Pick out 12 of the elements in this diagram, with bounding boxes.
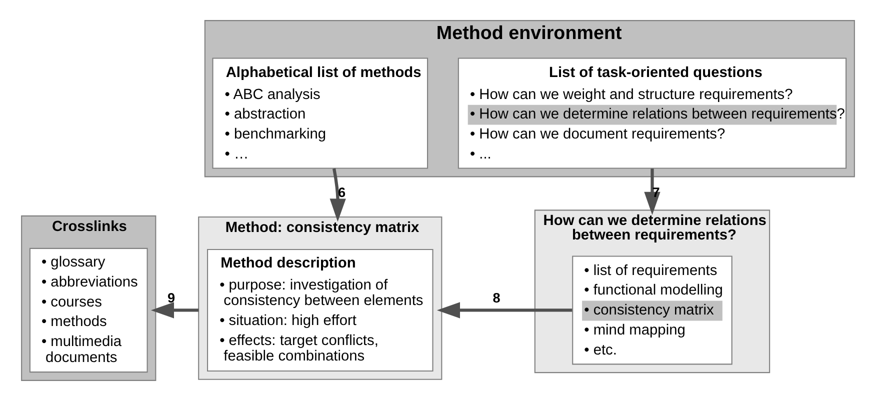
node-box: • glossary • abbreviations • courses • methods • multimedia documents bbox=[29, 248, 148, 373]
node-box: • list of requirements • functional modelling • consistency matrix • mind mapping • etc. bbox=[572, 256, 732, 365]
arrow bbox=[330, 168, 346, 222]
edge-label: 6 bbox=[338, 184, 346, 200]
arrow bbox=[644, 168, 660, 215]
arrow bbox=[436, 302, 572, 318]
edge-label: 8 bbox=[492, 290, 500, 306]
node-box: Alphabetical list of methods • ABC analysis • abstraction • benchmarking • … bbox=[212, 58, 428, 169]
node-box: Method description • purpose: investigation of consistency between elements • situation: high effort • effects: target conflicts, feasible combinations bbox=[207, 248, 434, 372]
node-box: List of task-oriented questions • How can we weight and structure requirements? • How can we determine relations between requirements? • How can we document requirements? • ... bbox=[458, 58, 847, 169]
arrow bbox=[150, 302, 199, 318]
edge-label: 9 bbox=[167, 290, 176, 306]
